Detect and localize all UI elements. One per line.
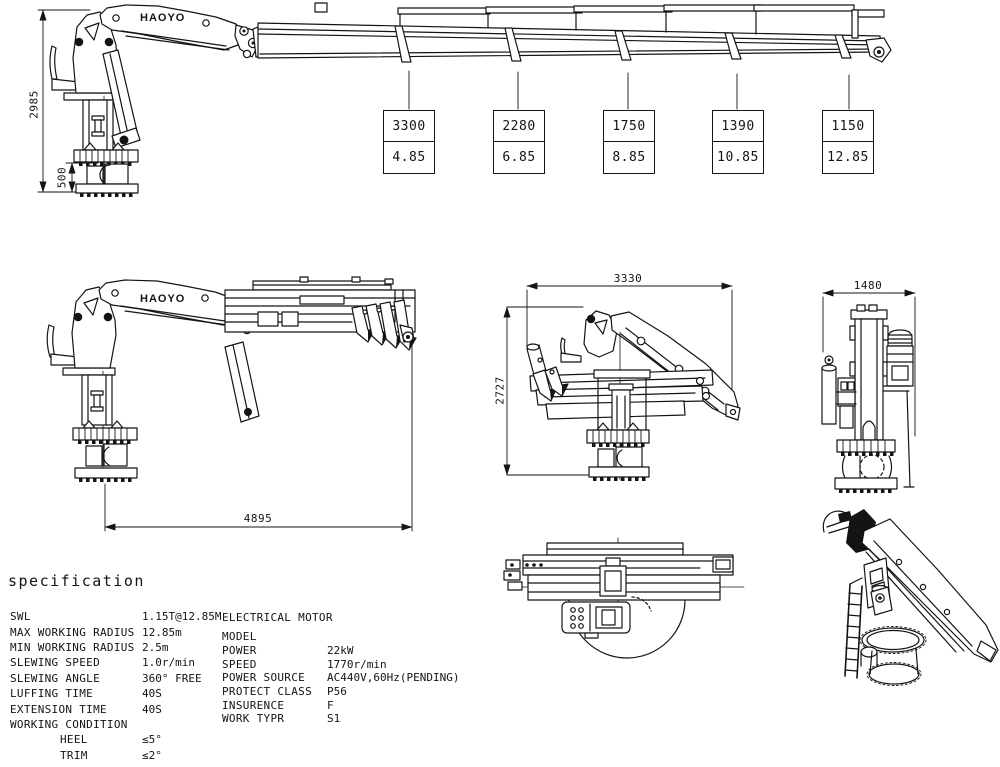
spec-label: WORKING CONDITION bbox=[10, 717, 128, 731]
spec-row: MODEL bbox=[222, 630, 492, 644]
spec-row: WORK TYPR S1 bbox=[222, 712, 492, 726]
spec-row: PROTECT CLASS P56 bbox=[222, 685, 492, 699]
spec-value: 40S bbox=[142, 702, 162, 716]
electrical-motor-list: ELECTRICAL MOTOR MODEL POWER 22kW SPEED 17… bbox=[222, 611, 492, 726]
spec-label: POWER bbox=[222, 644, 257, 658]
spec-label: SLEWING ANGLE bbox=[10, 671, 100, 685]
spec-row: TRIM ≤2° bbox=[10, 748, 245, 763]
spec-row: HEEL ≤5° bbox=[10, 732, 245, 747]
spec-value: 1.0r/min bbox=[142, 656, 195, 670]
spec-value: 360° FREE bbox=[142, 671, 202, 685]
view-isometric bbox=[822, 509, 999, 686]
spec-label: INSURENCE bbox=[222, 698, 285, 712]
spec-value: 40S bbox=[142, 687, 162, 701]
spec-label: MIN WORKING RADIUS bbox=[10, 640, 135, 654]
specification-list: SWL 1.15T@12.85M MAX WORKING RADIUS 12.85m… bbox=[10, 609, 245, 763]
radius-value: 10.85 bbox=[717, 150, 759, 165]
spec-value: ≤2° bbox=[142, 748, 162, 762]
spec-value: AC440V,60Hz(PENDING) bbox=[327, 671, 460, 685]
spec-value: ≤5° bbox=[142, 733, 162, 747]
dim-stowed-width: 1480 bbox=[853, 279, 883, 292]
load-chart-box: 1150 12.85 bbox=[822, 110, 874, 174]
load-chart-box: 2280 6.85 bbox=[493, 110, 545, 174]
spec-row: INSURENCE F bbox=[222, 698, 492, 712]
load-value: 2280 bbox=[494, 111, 544, 142]
view-plan bbox=[503, 537, 745, 659]
brand-logo: HAOYO bbox=[140, 12, 186, 24]
spec-row: WORKING CONDITION bbox=[10, 717, 245, 732]
view-rear bbox=[821, 289, 916, 493]
spec-row: SWL 1.15T@12.85M bbox=[10, 609, 245, 624]
radius-value: 12.85 bbox=[827, 150, 869, 165]
spec-label: WORK TYPR bbox=[222, 712, 285, 726]
spec-row: POWER SOURCE AC440V,60Hz(PENDING) bbox=[222, 671, 492, 685]
spec-label: MAX WORKING RADIUS bbox=[10, 625, 135, 639]
spec-value: 12.85m bbox=[142, 625, 182, 639]
specification-title: specification bbox=[8, 572, 145, 590]
spec-row: MAX WORKING RADIUS 12.85m bbox=[10, 624, 245, 639]
view-extended-side bbox=[37, 2, 892, 197]
spec-row: SLEWING ANGLE 360° FREE bbox=[10, 671, 245, 686]
spec-label: PROTECT CLASS bbox=[222, 685, 312, 699]
spec-label: SWL bbox=[10, 610, 31, 624]
spec-value: 1.15T@12.85M bbox=[142, 610, 222, 624]
load-chart-box: 1390 10.85 bbox=[712, 110, 764, 174]
spec-label: SLEWING SPEED bbox=[10, 656, 100, 670]
load-value: 1750 bbox=[604, 111, 654, 142]
spec-row: LUFFING TIME 40S bbox=[10, 686, 245, 701]
spec-label: TRIM bbox=[60, 748, 88, 762]
load-value: 3300 bbox=[384, 111, 434, 142]
radius-value: 6.85 bbox=[502, 150, 536, 165]
dim-stowed-height: 2727 bbox=[493, 376, 507, 405]
dim-stowed-length: 4895 bbox=[243, 512, 273, 525]
spec-value: S1 bbox=[327, 712, 341, 726]
load-value: 1390 bbox=[713, 111, 763, 142]
electrical-motor-heading: ELECTRICAL MOTOR bbox=[222, 611, 333, 624]
spec-value: F bbox=[327, 698, 334, 712]
load-value: 1150 bbox=[823, 111, 873, 142]
spec-label: POWER SOURCE bbox=[222, 671, 306, 685]
spec-row: EXTENSION TIME 40S bbox=[10, 701, 245, 716]
spec-row: POWER 22kW bbox=[222, 644, 492, 658]
spec-label: MODEL bbox=[222, 630, 257, 644]
load-chart-box: 3300 4.85 bbox=[383, 110, 435, 174]
view-stowed-side bbox=[46, 276, 417, 532]
view-stowed-reverse bbox=[503, 282, 741, 481]
radius-value: 4.85 bbox=[392, 150, 426, 165]
spec-row: SPEED 1770r/min bbox=[222, 657, 492, 671]
spec-value: 2.5m bbox=[142, 640, 169, 654]
dim-overall-height: 2985 bbox=[27, 90, 41, 119]
dim-stowed-top-length: 3330 bbox=[613, 272, 643, 285]
spec-label: HEEL bbox=[60, 733, 88, 747]
load-chart-box: 1750 8.85 bbox=[603, 110, 655, 174]
brand-logo: HAOYO bbox=[140, 293, 186, 305]
dim-pedestal-height: 500 bbox=[55, 166, 69, 189]
radius-value: 8.85 bbox=[612, 150, 646, 165]
spec-value: P56 bbox=[327, 685, 347, 699]
spec-row: MIN WORKING RADIUS 2.5m bbox=[10, 640, 245, 655]
spec-row: SLEWING SPEED 1.0r/min bbox=[10, 655, 245, 670]
spec-value: 1770r/min bbox=[327, 657, 387, 671]
spec-label: EXTENSION TIME bbox=[10, 702, 107, 716]
spec-label: SPEED bbox=[222, 657, 257, 671]
spec-label: LUFFING TIME bbox=[10, 687, 94, 701]
spec-value: 22kW bbox=[327, 644, 354, 658]
